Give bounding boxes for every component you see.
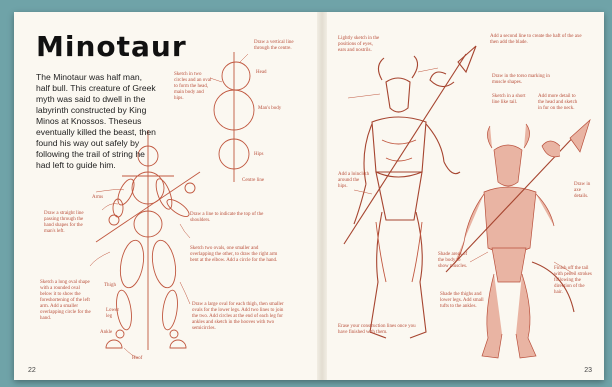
page-title: Minotaur (36, 30, 187, 63)
circles-diagram (210, 52, 254, 182)
book-spread: Minotaur The Minotaur was half man, half… (14, 12, 604, 380)
note-erase: Erase your construction lines once you h… (338, 324, 422, 336)
label-lower-leg: Lower leg (106, 308, 126, 320)
label-hoof: Hoof (132, 356, 142, 362)
note-long-oval: Sketch a long oval shape with a rounded … (40, 280, 92, 322)
label-centre-line: Centre line (242, 178, 264, 184)
note-straight-line: Draw a straight line passing through the… (44, 211, 88, 235)
note-axe-details: Draw in axe details. (574, 182, 596, 200)
note-tail: Sketch in a short line like tail. (492, 94, 532, 106)
note-thigh-oval: Draw a large oval for each thigh, then s… (192, 302, 288, 332)
label-head: Head (256, 70, 267, 76)
label-mans-body: Man's body (258, 106, 288, 112)
label-ankle: Ankle (100, 330, 112, 336)
note-vertical-line: Draw a vertical line through the centre. (254, 40, 296, 52)
note-second-line: Add a second line to create the haft of … (490, 34, 584, 46)
label-arms: Arms (92, 195, 103, 201)
note-arms-ovals: Sketch two ovals, one smaller and overla… (190, 246, 280, 264)
note-circles: Sketch in two circles and an oval to for… (174, 72, 214, 102)
note-lightly-sketch: Lightly sketch in the positions of eyes,… (338, 36, 382, 54)
note-finish-tail: Finish off the tail with pencil strokes … (554, 266, 594, 296)
intro-paragraph: The Minotaur was half man, half bull. Th… (36, 72, 156, 171)
note-shoulders: Draw a line to indicate the top of the s… (190, 212, 274, 224)
label-hips: Hips (254, 152, 263, 158)
page-number-left: 22 (28, 367, 36, 374)
label-thigh: Thigh (104, 283, 116, 289)
page-number-right: 23 (584, 367, 592, 374)
minotaur-finished (446, 120, 590, 358)
note-shade-thighs: Shade the thighs and lower legs. Add sma… (440, 292, 490, 310)
note-loincloth: Add a loincloth around the hips. (338, 172, 370, 190)
note-shade-areas: Shade areas of the body to show muscles. (438, 252, 472, 270)
note-more-detail: Add more detail to the head and sketch i… (538, 94, 582, 112)
note-torso: Draw in the torso marking in muscle shap… (492, 74, 558, 86)
